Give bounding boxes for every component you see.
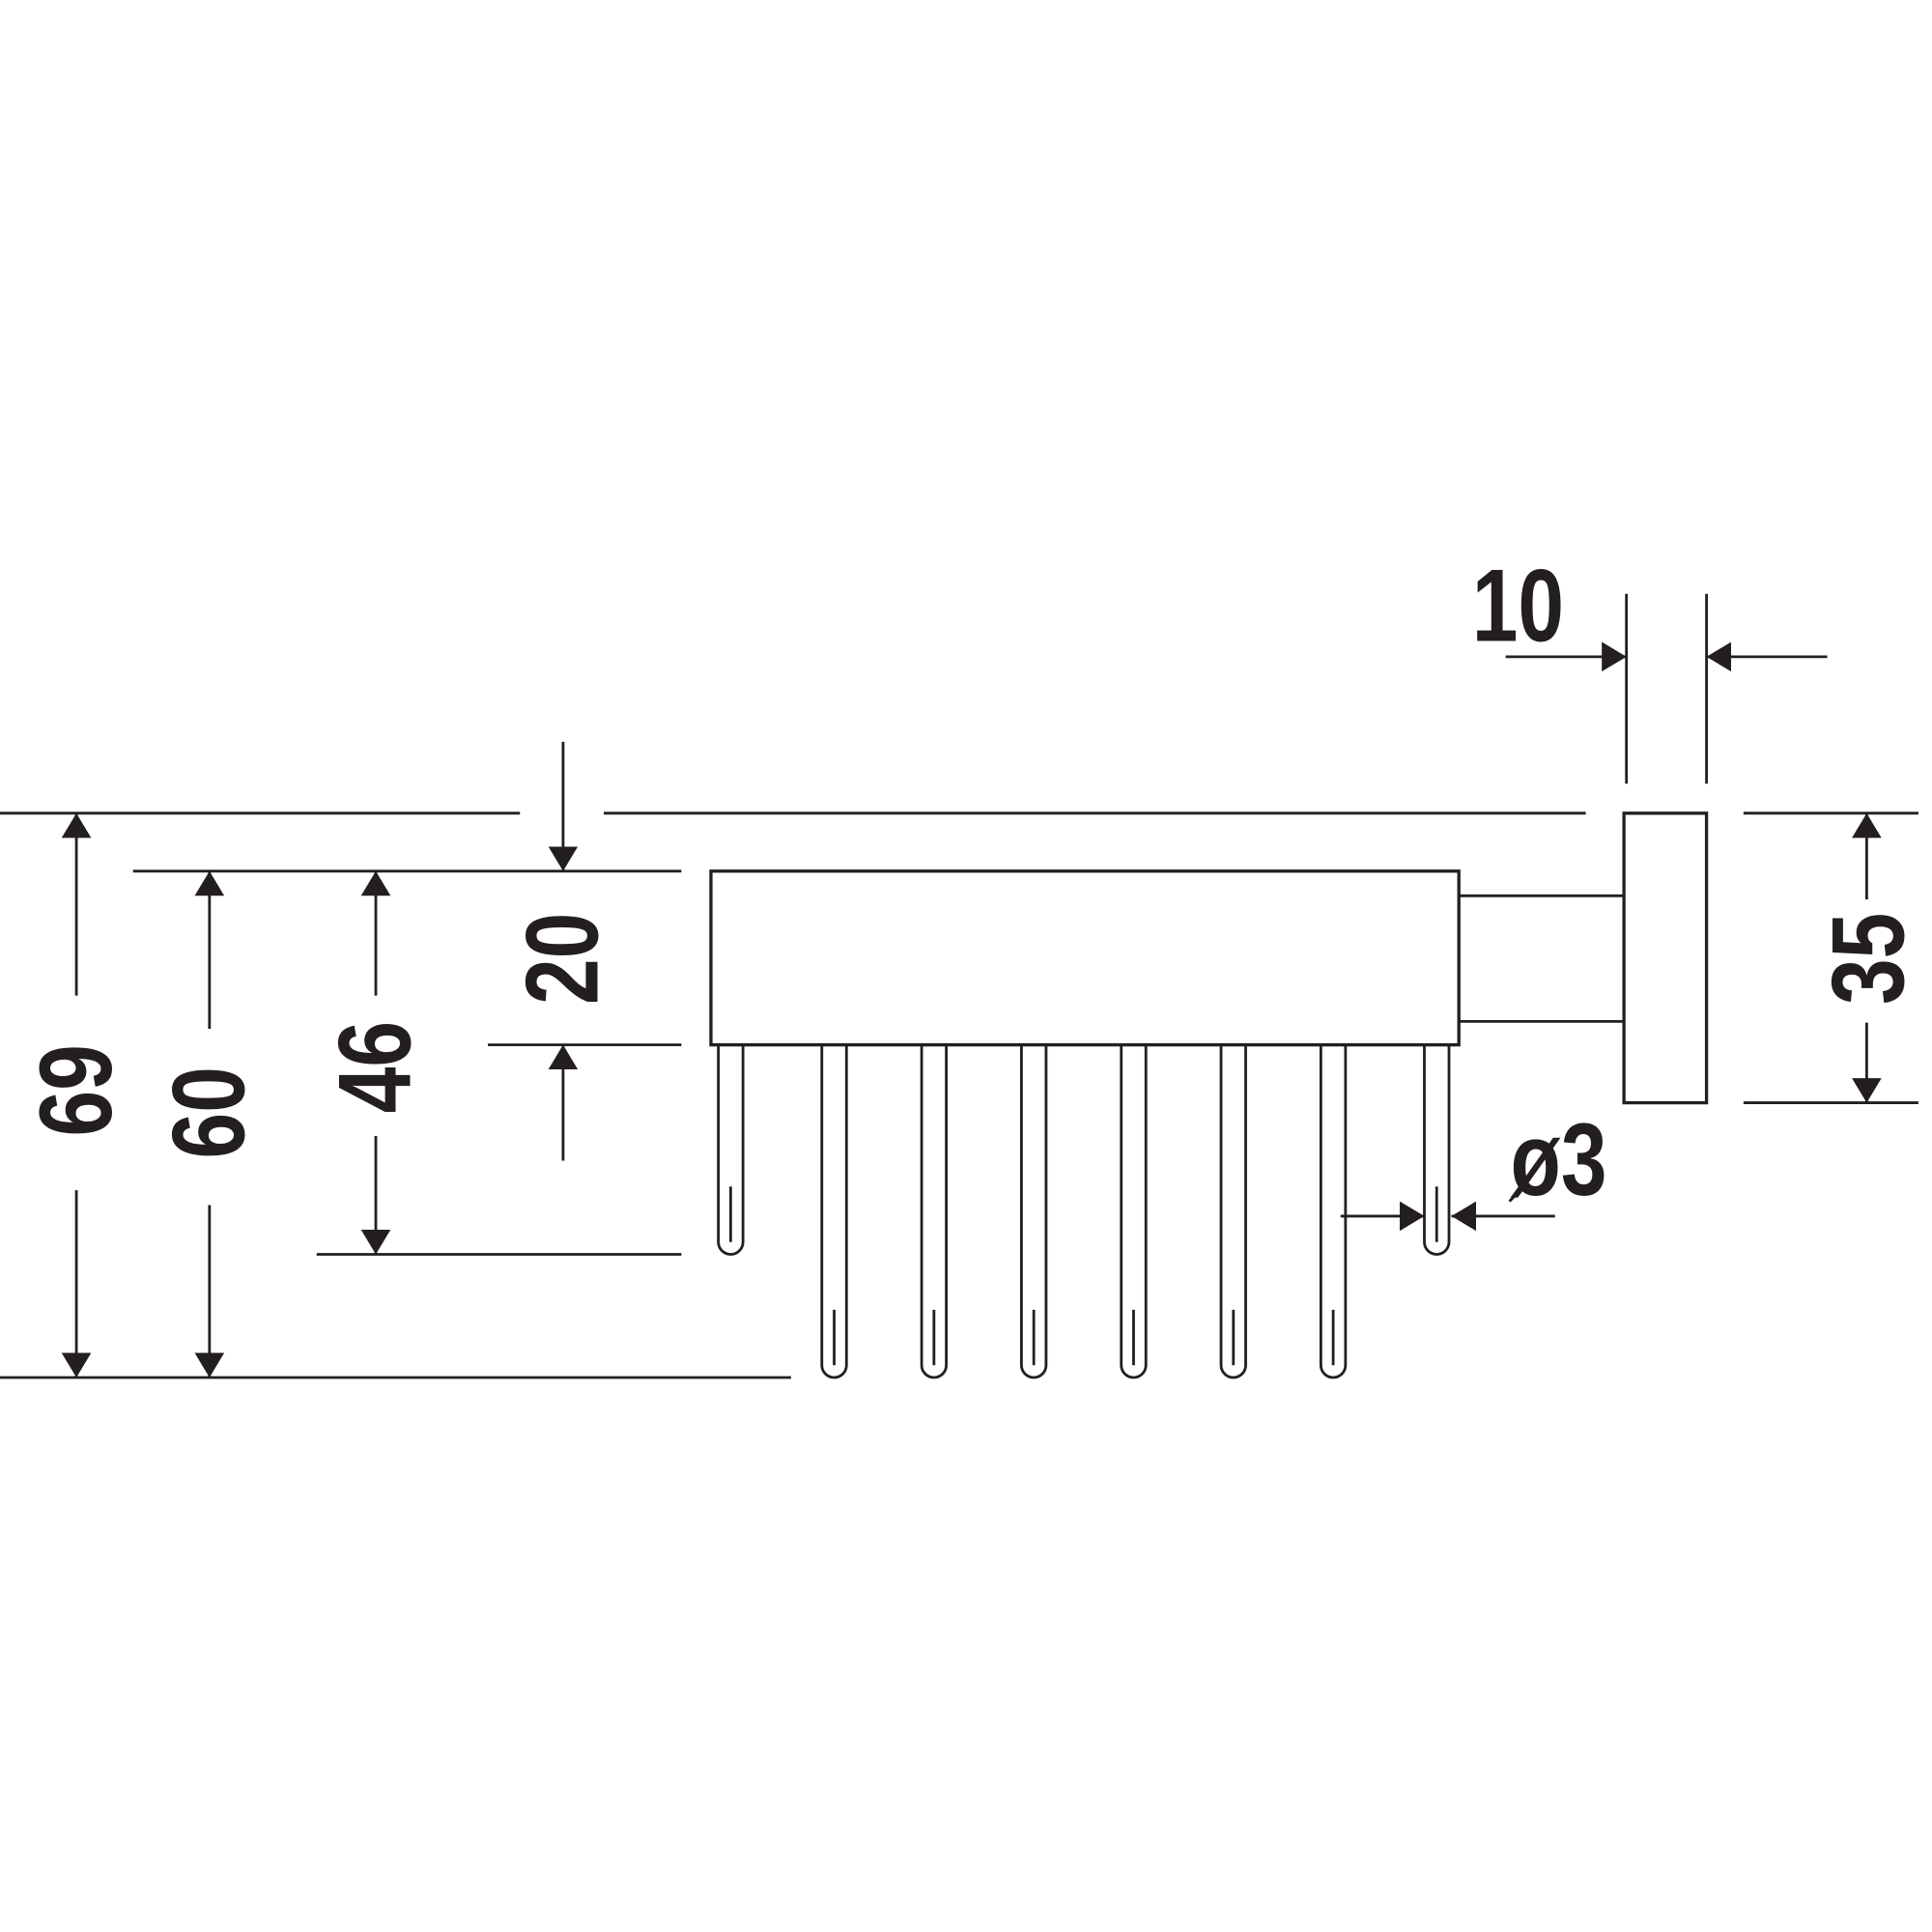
pin: [1120, 1044, 1148, 1379]
pin: [717, 1044, 745, 1256]
rail-bar: [709, 869, 1461, 1047]
towel-rail-outline: [709, 811, 1709, 1379]
dim-label-20: 20: [503, 913, 619, 1005]
dimension-46: 46: [317, 870, 433, 1255]
dim-label-69: 69: [17, 1044, 133, 1136]
dimension-20: 20: [503, 741, 620, 1161]
dimension-60: 60: [150, 870, 267, 1378]
dimension-10: 10: [1472, 547, 1828, 672]
pin: [1219, 1044, 1247, 1379]
pins: [717, 1044, 1451, 1379]
dimension-69: 69: [17, 812, 133, 1378]
pin: [1319, 1044, 1348, 1379]
dim-label-46: 46: [317, 1021, 433, 1113]
pin: [920, 1044, 948, 1379]
dim-label-10: 10: [1472, 547, 1564, 663]
extension-lines: [0, 593, 1918, 1379]
dim-label-35: 35: [1809, 913, 1925, 1005]
pin: [820, 1044, 848, 1379]
pin: [1019, 1044, 1048, 1379]
dim-label-60: 60: [150, 1066, 266, 1158]
pin: [1423, 1044, 1451, 1256]
wall-flange: [1622, 811, 1709, 1105]
dim-label-diameter: ø3: [1511, 1101, 1607, 1217]
dimension-35: 35: [1809, 812, 1926, 1103]
dimension-diameter: ø3: [1340, 1101, 1607, 1232]
